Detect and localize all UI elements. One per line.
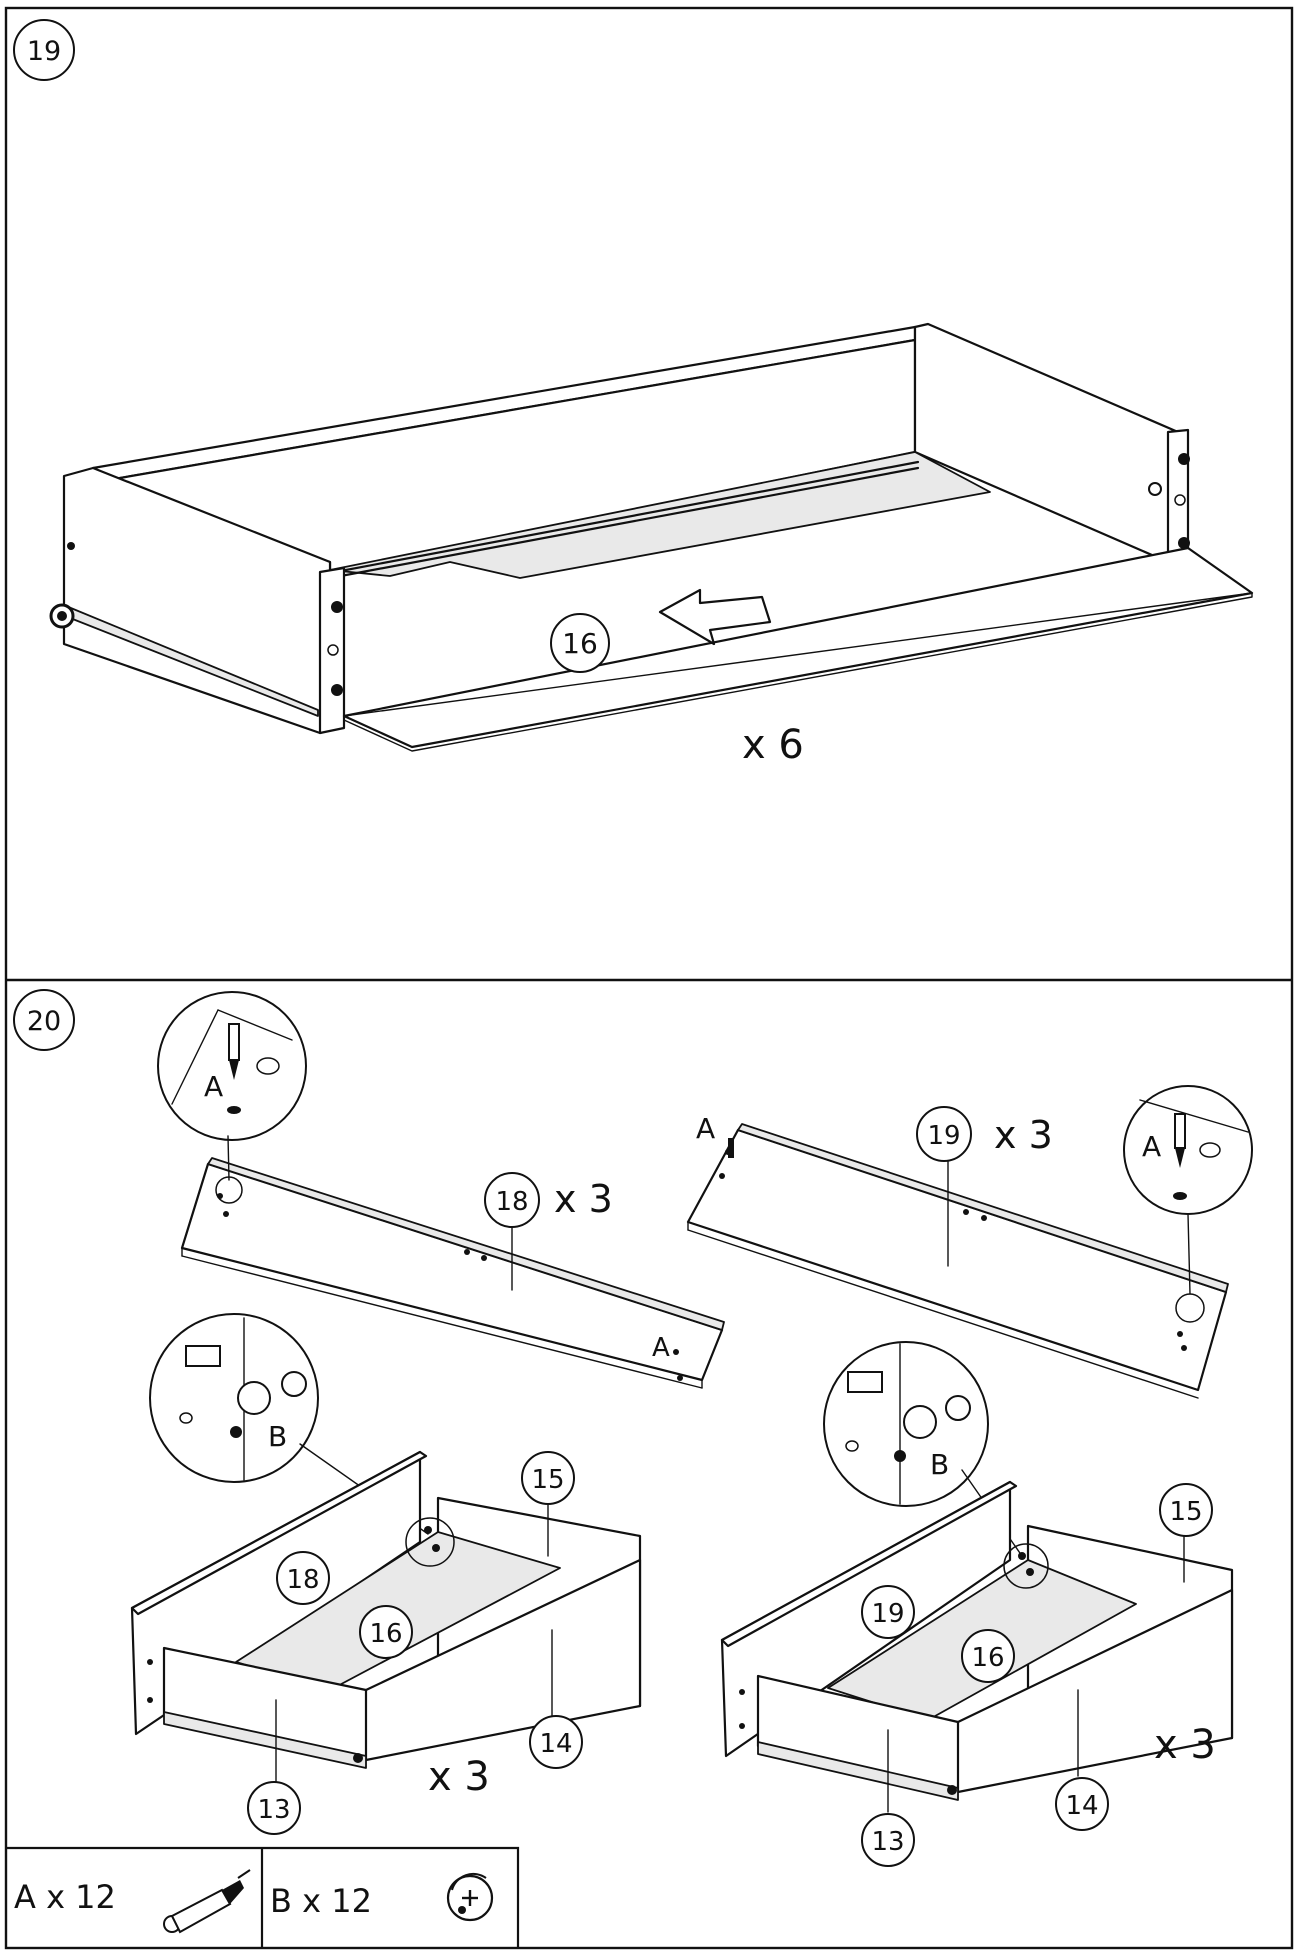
part-callout-18: 18 (484, 1172, 540, 1228)
part-callout-19: 19 (916, 1106, 972, 1162)
svg-text:18: 18 (286, 1565, 319, 1595)
hardware-a-label-end: A (652, 1333, 670, 1363)
rail-quantity-label: x 3 (554, 1177, 613, 1221)
part-callout-15: 15 (1159, 1483, 1213, 1537)
quantity-label: x 3 (1154, 1722, 1216, 1768)
svg-text:14: 14 (539, 1729, 572, 1759)
hardware-b-label: B (268, 1420, 287, 1453)
svg-text:13: 13 (871, 1827, 904, 1857)
svg-text:15: 15 (1169, 1497, 1202, 1527)
part-callout-13: 13 (247, 1781, 301, 1835)
part-callout-14: 14 (529, 1715, 583, 1769)
cam-lock-icon (446, 1872, 494, 1922)
hardware-legend: A x 12 B x 12 (6, 1846, 520, 1948)
insertion-arrow-icon (658, 588, 772, 646)
svg-text:16: 16 (562, 627, 598, 660)
legend-label-b: B x 12 (270, 1882, 372, 1920)
part-callout-19-box: 19 (861, 1585, 915, 1639)
rail-quantity-label: x 3 (994, 1113, 1053, 1157)
part-callout-14: 14 (1055, 1777, 1109, 1831)
detail-zoom-a-left (157, 991, 307, 1181)
part-callout-16-box: 16 (961, 1629, 1015, 1683)
svg-text:15: 15 (531, 1465, 564, 1495)
svg-text:16: 16 (369, 1619, 402, 1649)
step-number-badge: 19 (13, 19, 75, 81)
detail-zoom-a-right (1123, 1085, 1253, 1295)
svg-text:14: 14 (1065, 1791, 1098, 1821)
svg-text:19: 19 (871, 1599, 904, 1629)
svg-text:19: 19 (927, 1121, 960, 1151)
part-callout-16: 16 (550, 613, 610, 673)
rail-19-drawing (686, 1123, 1229, 1399)
part-callout-15: 15 (521, 1451, 575, 1505)
svg-text:16: 16 (971, 1643, 1004, 1673)
svg-text:20: 20 (27, 1006, 61, 1037)
hardware-a-label: A (204, 1070, 223, 1103)
quantity-label: x 3 (428, 1754, 490, 1800)
rail-18-drawing (180, 1157, 725, 1389)
hardware-a-label: A (696, 1112, 715, 1145)
dowel-screw-icon (163, 1869, 251, 1934)
part-callout-13: 13 (861, 1813, 915, 1867)
svg-text:19: 19 (27, 36, 61, 67)
hardware-a-label-end: A (1142, 1130, 1161, 1163)
legend-label-a: A x 12 (14, 1878, 116, 1916)
step-number-badge: 20 (13, 989, 75, 1051)
quantity-label: x 6 (742, 722, 804, 768)
drawer-box-left-drawing (130, 1313, 642, 1787)
part-callout-18-box: 18 (276, 1551, 330, 1605)
drawer-frame-drawing (49, 322, 1254, 752)
hardware-b-label: B (930, 1448, 949, 1481)
detail-zoom-b-left (149, 1313, 319, 1483)
step-19-panel: 19 (13, 19, 1254, 768)
svg-text:13: 13 (257, 1795, 290, 1825)
detail-zoom-b-right (823, 1341, 989, 1507)
step-20-panel: 20 A A 18 (13, 989, 1253, 1867)
part-callout-16-box: 16 (359, 1605, 413, 1659)
page-frame (4, 6, 1294, 1950)
svg-text:18: 18 (495, 1187, 528, 1217)
